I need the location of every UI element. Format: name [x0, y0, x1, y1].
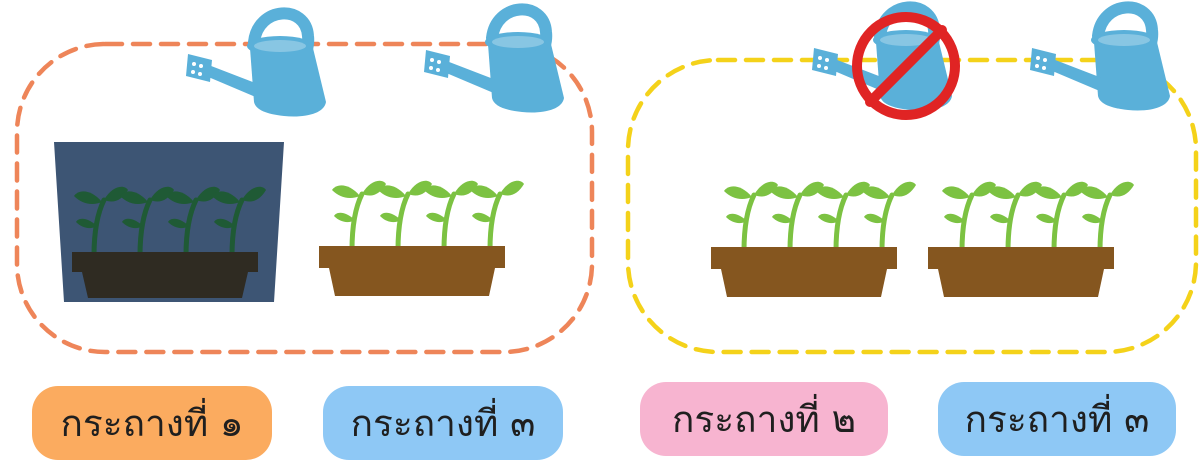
pot-rim	[72, 252, 258, 272]
watering-can-icon	[424, 9, 564, 112]
sprout-icon	[378, 181, 432, 250]
pot-rim	[711, 247, 897, 269]
sprout-icon	[332, 181, 386, 250]
planter-pot-3b	[928, 182, 1134, 297]
label-pot-3b: กระถางที่ ๓	[938, 382, 1176, 456]
pot-body	[329, 268, 495, 296]
sprout-icon	[1034, 182, 1088, 251]
sprout-icon	[988, 182, 1042, 251]
pot-body	[938, 269, 1104, 297]
watering-can-icon	[1030, 7, 1170, 110]
label-pot-1: กระถางที่ ๑	[32, 386, 272, 460]
watering-can-icon	[186, 13, 326, 116]
sprouts-pot-2	[724, 182, 916, 251]
planter-pot-2	[711, 182, 916, 297]
sprouts-pot-3b	[942, 182, 1134, 251]
sprout-icon	[724, 182, 778, 251]
sprout-icon	[816, 182, 870, 251]
sprout-icon	[942, 182, 996, 251]
no-watering-sign-icon	[852, 12, 960, 120]
pot-body	[82, 272, 248, 298]
sprout-icon	[424, 181, 478, 250]
sprout-icon	[770, 182, 824, 251]
pot-rim	[319, 246, 505, 268]
planter-pot-3a	[319, 181, 524, 296]
sprout-icon	[862, 182, 916, 251]
pot-rim	[928, 247, 1114, 269]
sprout-icon	[1080, 182, 1134, 251]
label-pot-3a: กระถางที่ ๓	[323, 386, 563, 460]
sprout-icon	[470, 181, 524, 250]
label-pot-2: กระถางที่ ๒	[640, 382, 888, 456]
planter-pot-1	[72, 187, 266, 298]
sprouts-pot-3a	[332, 181, 524, 250]
pot-body	[721, 269, 887, 297]
